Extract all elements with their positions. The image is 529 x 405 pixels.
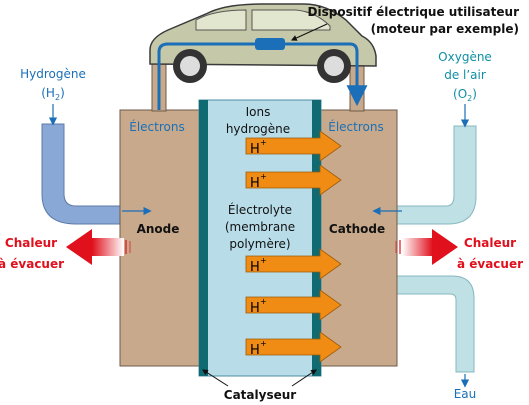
- ion-arrow: H +: [245, 248, 342, 280]
- ion-label: H: [250, 343, 260, 358]
- hydrogen-pipe: [41, 123, 127, 225]
- device-pointer: [290, 23, 328, 41]
- ion-arrow: H +: [245, 130, 342, 162]
- heat-arrow-right: [395, 229, 458, 265]
- heat-arrow-left: [66, 229, 131, 265]
- heat-label-right: Chaleur: [464, 236, 516, 250]
- cathode-block: [319, 109, 398, 367]
- motor: [255, 38, 285, 50]
- heat-label-left-2: à évacuer: [0, 257, 64, 271]
- ion-charge: +: [260, 138, 267, 147]
- hydrogen-formula: (H2): [41, 86, 65, 102]
- catalyst-layer-right: [312, 100, 321, 376]
- catalyst-label: Catalyseur: [224, 388, 296, 402]
- catalyst-pointer-left: [201, 369, 229, 387]
- ion-arrow: H +: [245, 331, 342, 363]
- anode-block: [119, 109, 201, 367]
- electrons-label-right: Électrons: [328, 119, 383, 134]
- oxygen-label: Oxygène: [438, 50, 492, 64]
- ion-charge: +: [260, 256, 267, 265]
- ion-arrow: H +: [245, 289, 342, 321]
- heat-label-right-2: à évacuer: [457, 257, 523, 271]
- oxygen-label-2: de l’air: [444, 68, 486, 82]
- ion-arrow: H +: [245, 164, 342, 196]
- ion-label: H: [250, 301, 260, 316]
- ion-label: H: [250, 176, 260, 191]
- device-sublabel: (moteur par exemple): [371, 22, 519, 36]
- cathode-label: Cathode: [329, 222, 385, 236]
- ions-label: Ions: [246, 105, 271, 119]
- anode-label: Anode: [137, 222, 180, 236]
- hydrogen-label: Hydrogène: [20, 67, 86, 81]
- ion-label: H: [250, 260, 260, 275]
- ion-charge: +: [260, 172, 267, 181]
- device-label: Dispositif électrique utilisateur: [308, 5, 520, 19]
- ion-charge: +: [260, 339, 267, 348]
- electrolyte-label-2: (membrane: [225, 220, 295, 234]
- ions-label-2: hydrogène: [226, 122, 290, 136]
- water-outlet-pipe: [395, 275, 475, 373]
- oxygen-formula: (O2): [453, 87, 477, 103]
- electrons-label-left: Électrons: [129, 119, 184, 134]
- ion-label: H: [250, 142, 260, 157]
- catalyst-layer-left: [199, 100, 208, 376]
- oxygen-pipe: [395, 125, 477, 225]
- water-label: Eau: [454, 387, 477, 401]
- electrolyte-label-3: polymère): [229, 237, 290, 251]
- ion-charge: +: [260, 297, 267, 306]
- catalyst-pointer-right: [291, 369, 317, 387]
- car-icon: [149, 3, 377, 83]
- heat-label-left: Chaleur: [5, 236, 57, 250]
- electrolyte-label: Électrolyte: [228, 202, 292, 217]
